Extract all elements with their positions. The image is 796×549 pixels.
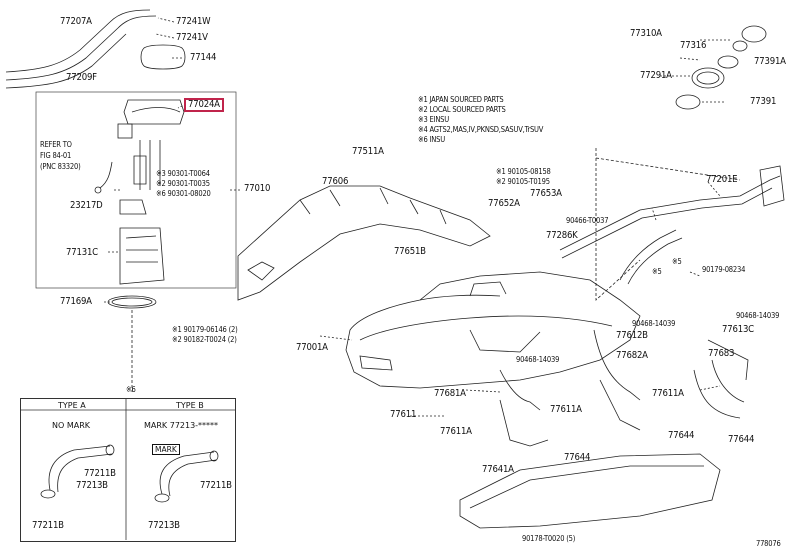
type-a-77213B[interactable]: 77213B <box>76 480 108 491</box>
type-a-mark: NO MARK <box>52 421 91 430</box>
part-90178-T0020[interactable]: 90178-T0020 (5) <box>522 534 576 543</box>
part-77613C[interactable]: 77613C <box>722 324 754 335</box>
type-b-title: TYPE B <box>176 401 204 410</box>
fig-ref-link[interactable]: FIG 84-01 <box>40 151 72 160</box>
legend-2: ※2 LOCAL SOURCED PARTS <box>418 105 506 114</box>
part-77131C[interactable]: 77131C <box>66 247 98 258</box>
part-90468-14039-a[interactable]: 90468-14039 <box>632 319 676 328</box>
part-77683[interactable]: 77683 <box>708 348 735 359</box>
part-23217D[interactable]: 23217D <box>70 200 103 211</box>
part-90105-08158[interactable]: ※1 90105-08158 <box>496 167 551 176</box>
part-77010[interactable]: 77010 <box>244 183 271 194</box>
part-90301-T0064[interactable]: ※3 90301-T0064 <box>156 169 210 178</box>
part-77612B[interactable]: 77612B <box>616 330 648 341</box>
legend-4: ※4 AGTS2,MAS,IV,PKNSD,SASUV,TrSUV <box>418 125 544 134</box>
part-77641A[interactable]: 77641A <box>482 464 514 475</box>
part-77001A[interactable]: 77001A <box>296 342 328 353</box>
note-5a: ※5 <box>672 257 682 266</box>
mark-tag: MARK <box>152 444 180 455</box>
part-90182-T0024[interactable]: ※2 90182-T0024 (2) <box>172 335 237 344</box>
pnc-ref: (PNC 83320) <box>40 162 81 171</box>
part-77209F[interactable]: 77209F <box>66 72 97 83</box>
part-77652A[interactable]: 77652A <box>488 198 520 209</box>
part-77286K[interactable]: 77286K <box>546 230 578 241</box>
figure-ref: 778076 <box>756 539 781 548</box>
type-a-77211B-bottom[interactable]: 77211B <box>32 520 64 531</box>
part-77391A[interactable]: 77391A <box>754 56 786 67</box>
part-90466-T0037[interactable]: 90466-T0037 <box>566 216 609 225</box>
part-77611A-b[interactable]: 77611A <box>550 404 582 415</box>
part-90468-14039-c[interactable]: 90468-14039 <box>516 355 560 364</box>
part-77644-c[interactable]: 77644 <box>564 452 591 463</box>
legend-5: ※6 INSU <box>418 135 445 144</box>
type-a-title: TYPE A <box>58 401 86 410</box>
type-a-77211B[interactable]: 77211B <box>84 468 116 479</box>
type-b-mark: MARK 77213-***** <box>144 421 219 430</box>
part-90301-T0035[interactable]: ※2 90301-T0035 <box>156 179 210 188</box>
part-77653A[interactable]: 77653A <box>530 188 562 199</box>
part-77391[interactable]: 77391 <box>750 96 777 107</box>
note-5b: ※5 <box>652 267 662 276</box>
part-77644-b[interactable]: 77644 <box>728 434 755 445</box>
part-77241V[interactable]: 77241V <box>176 32 208 43</box>
legend-3: ※3 EINSU <box>418 115 450 124</box>
part-77310A[interactable]: 77310A <box>630 28 662 39</box>
part-77241W[interactable]: 77241W <box>176 16 211 27</box>
part-77606[interactable]: 77606 <box>322 176 349 187</box>
note-6: ※6 <box>126 385 136 394</box>
part-77316[interactable]: 77316 <box>680 40 707 51</box>
part-90179-06146[interactable]: ※1 90179-06146 (2) <box>172 325 238 334</box>
legend-1: ※1 JAPAN SOURCED PARTS <box>418 95 504 104</box>
part-90301-08020[interactable]: ※6 90301-08020 <box>156 189 211 198</box>
type-b-77211B[interactable]: 77211B <box>200 480 232 491</box>
type-box <box>20 398 236 542</box>
part-77291A[interactable]: 77291A <box>640 70 672 81</box>
part-77682A[interactable]: 77682A <box>616 350 648 361</box>
type-b-77213B[interactable]: 77213B <box>148 520 180 531</box>
part-77024A-highlighted[interactable]: 77024A <box>184 98 224 112</box>
part-77201E[interactable]: 77201E <box>706 174 738 185</box>
part-77611A-c[interactable]: 77611A <box>652 388 684 399</box>
part-77644-a[interactable]: 77644 <box>668 430 695 441</box>
part-77207A[interactable]: 77207A <box>60 16 92 27</box>
part-77651B[interactable]: 77651B <box>394 246 426 257</box>
refer-to-label: REFER TO <box>40 140 72 149</box>
part-77144[interactable]: 77144 <box>190 52 217 63</box>
part-90468-14039-b[interactable]: 90468-14039 <box>736 311 780 320</box>
part-77511A[interactable]: 77511A <box>352 146 384 157</box>
part-77169A[interactable]: 77169A <box>60 296 92 307</box>
part-77611[interactable]: 77611 <box>390 409 417 420</box>
part-77611A-a[interactable]: 77611A <box>440 426 472 437</box>
part-90179-08234[interactable]: 90179-08234 <box>702 265 746 274</box>
part-77681A[interactable]: 77681A <box>434 388 466 399</box>
part-90105-T0195[interactable]: ※2 90105-T0195 <box>496 177 550 186</box>
